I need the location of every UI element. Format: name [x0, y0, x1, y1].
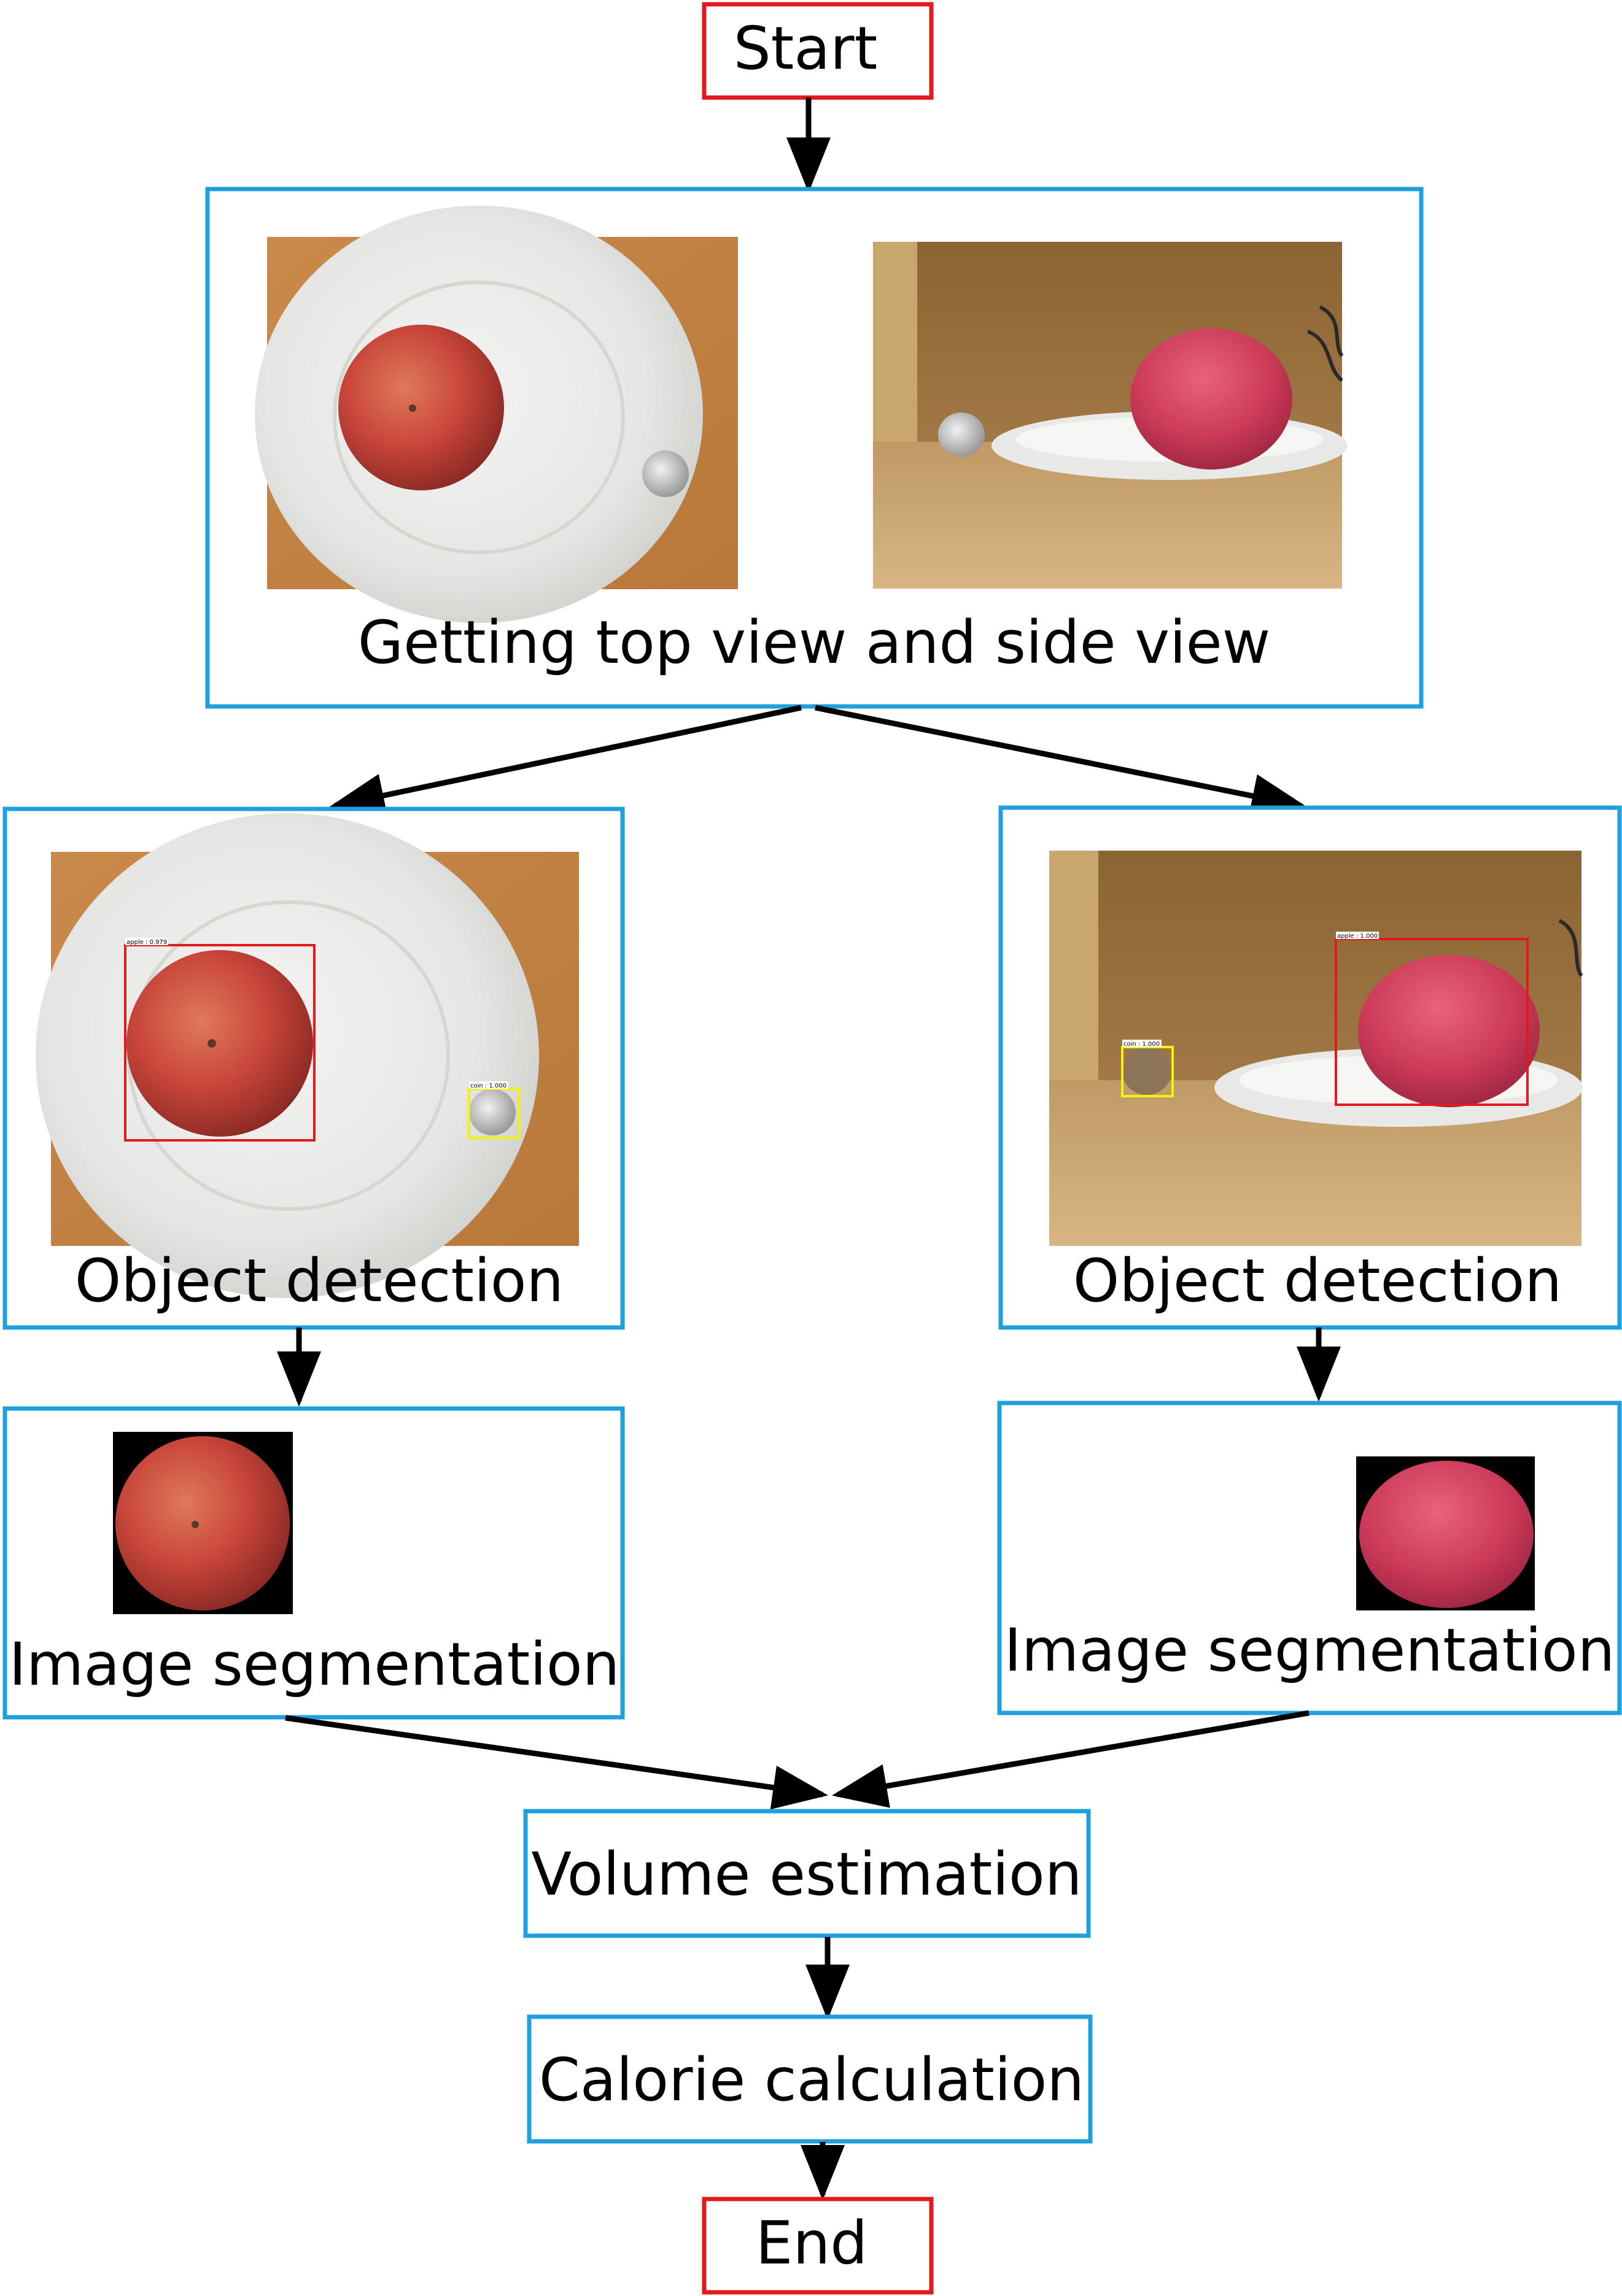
side-apple-score-label: apple : 1.000 — [1337, 933, 1378, 940]
detect-right-label: Object detection — [1073, 1247, 1562, 1315]
seg-left-photo — [113, 1432, 293, 1614]
arrow-seg-left-to-volume — [285, 1715, 828, 1810]
seg-left-node: Image segmentation — [2, 1406, 625, 1720]
arrow-views-to-detect-left — [329, 705, 802, 818]
detect-right-photo: apple : 1.000 coin : 1.000 — [1049, 851, 1583, 1246]
end-node: End — [702, 2197, 934, 2295]
detect-left-node: apple : 0.979 coin : 1.000 Object detect… — [2, 806, 625, 1330]
detect-left-photo: apple : 0.979 coin : 1.000 — [36, 813, 579, 1298]
arrow-views-to-detect-right — [815, 705, 1307, 818]
seg-right-node: Image segmentation — [997, 1401, 1622, 1715]
start-label: Start — [734, 14, 878, 83]
views-node: Getting top view and side view — [205, 187, 1424, 709]
seg-right-label: Image segmentation — [1004, 1616, 1615, 1685]
views-label: Getting top view and side view — [358, 608, 1271, 677]
calorie-node: Calorie calculation — [527, 2014, 1093, 2144]
detect-right-node: apple : 1.000 coin : 1.000 Object detect… — [998, 805, 1622, 1330]
side-coin-score-label: coin : 1.000 — [1123, 1041, 1160, 1048]
start-node: Start — [702, 2, 934, 100]
apple-score-label: apple : 0.979 — [126, 939, 167, 946]
apple-bounding-box — [124, 944, 316, 1142]
seg-right-photo — [1356, 1456, 1535, 1610]
coin-score-label: coin : 1.000 — [470, 1083, 506, 1089]
top-view-photo — [255, 206, 738, 623]
seg-left-label: Image segmentation — [9, 1630, 620, 1699]
calorie-label: Calorie calculation — [539, 2046, 1084, 2114]
volume-label: Volume estimation — [531, 1840, 1082, 1909]
end-label: End — [756, 2209, 867, 2278]
detect-left-label: Object detection — [75, 1247, 564, 1315]
arrow-seg-right-to-volume — [832, 1710, 1310, 1808]
side-apple-bounding-box — [1335, 938, 1529, 1106]
side-view-photo — [873, 242, 1348, 589]
volume-node: Volume estimation — [523, 1809, 1091, 1938]
